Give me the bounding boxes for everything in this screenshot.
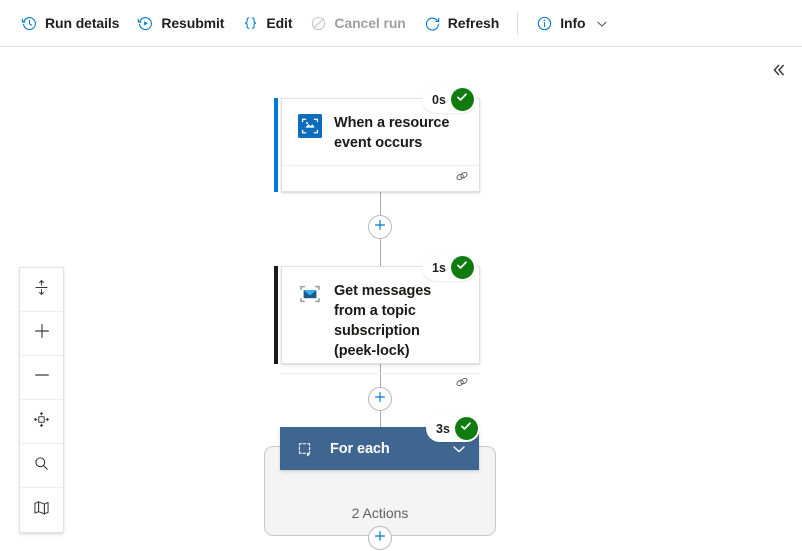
chevron-down-icon[interactable]: [596, 17, 608, 29]
node-card-body: When a resource event occurs: [282, 99, 479, 165]
node-card-footer: [282, 165, 479, 191]
refresh-icon: [424, 15, 441, 32]
foreach-loop-icon: [296, 440, 313, 457]
chevron-down-icon[interactable]: [451, 441, 467, 457]
toolbar-button-resubmit[interactable]: Resubmit: [128, 7, 233, 39]
add-step-button-1[interactable]: [368, 215, 392, 239]
node-card[interactable]: Get messages from a topic subscription (…: [281, 266, 480, 387]
cancel-circle-icon: [310, 15, 327, 32]
node-card-body: Get messages from a topic subscription (…: [282, 267, 479, 373]
command-toolbar: Run details Resubmit Edit Cancel ru: [0, 0, 802, 47]
toolbar-label-resubmit: Resubmit: [161, 15, 225, 31]
node-accent-bar: [274, 266, 278, 364]
history-clock-icon: [21, 15, 38, 32]
service-bus-icon: [298, 282, 322, 306]
node-for-each[interactable]: 2 Actions For each 3: [264, 415, 498, 551]
node-title: When a resource event occurs: [334, 115, 450, 151]
node-when-a-resource-event-occurs[interactable]: When a resource event occurs 0s: [274, 86, 480, 192]
add-step-button-2[interactable]: [368, 387, 392, 411]
zoom-tool-search[interactable]: [20, 444, 63, 488]
status-duration: 1s: [432, 260, 446, 275]
node-accent-bar: [274, 98, 278, 192]
designer-canvas[interactable]: When a resource event occurs 0s: [0, 47, 802, 551]
zoom-tool-fit-to-view[interactable]: [20, 400, 63, 444]
toolbar-label-refresh: Refresh: [447, 15, 500, 31]
status-duration: 3s: [436, 421, 450, 436]
map-icon: [32, 498, 51, 522]
toolbar-button-run-details[interactable]: Run details: [12, 7, 128, 39]
minus-icon: [32, 365, 52, 390]
double-chevron-left-icon: [771, 62, 787, 83]
status-succeeded-indicator: [450, 88, 474, 111]
node-status-badge: 0s: [422, 86, 476, 113]
for-each-title: For each: [330, 440, 390, 457]
zoom-tool-minimap[interactable]: [20, 488, 63, 532]
toolbar-label-run-details: Run details: [45, 15, 120, 31]
fit-center-icon: [32, 410, 51, 434]
toolbar-label-info: Info: [560, 15, 586, 31]
magnifier-icon: [32, 454, 51, 478]
fit-vertical-icon: [32, 278, 51, 302]
node-title: Get messages from a topic subscription (…: [334, 283, 432, 359]
status-succeeded-indicator: [454, 417, 478, 440]
zoom-tool-zoom-out[interactable]: [20, 356, 63, 400]
status-succeeded-indicator: [450, 256, 474, 279]
toolbar-button-cancel-run: Cancel run: [301, 7, 414, 39]
event-grid-icon: [298, 114, 322, 138]
toolbar-button-info[interactable]: Info: [527, 7, 594, 39]
toolbar-divider: [517, 12, 519, 34]
node-get-messages-from-topic-subscription[interactable]: Get messages from a topic subscription (…: [274, 254, 480, 387]
zoom-tool-fit-to-height[interactable]: [20, 268, 63, 312]
info-circle-icon: [536, 15, 553, 32]
add-step-button-3[interactable]: [368, 526, 392, 550]
node-status-badge: 3s: [426, 415, 480, 442]
plus-icon: [373, 390, 387, 409]
link-chain-icon[interactable]: [454, 374, 470, 395]
check-icon: [455, 258, 469, 277]
toolbar-label-edit: Edit: [266, 15, 293, 31]
workflow-graph: When a resource event occurs 0s: [0, 47, 802, 551]
check-icon: [459, 419, 473, 438]
status-duration: 0s: [432, 92, 446, 107]
canvas-zoom-toolbar: [19, 267, 64, 533]
plus-icon: [32, 321, 52, 346]
zoom-tool-zoom-in[interactable]: [20, 312, 63, 356]
collapse-panel-button[interactable]: [766, 59, 792, 85]
toolbar-button-refresh[interactable]: Refresh: [415, 7, 508, 39]
replay-play-icon: [137, 15, 154, 32]
node-card-footer: [282, 373, 479, 395]
plus-icon: [373, 218, 387, 237]
plus-icon: [373, 529, 387, 548]
node-status-badge: 1s: [422, 254, 476, 281]
toolbar-label-cancel-run: Cancel run: [334, 15, 406, 31]
for-each-actions-count: 2 Actions: [351, 505, 409, 521]
toolbar-button-edit[interactable]: Edit: [233, 7, 301, 39]
code-braces-icon: [242, 15, 259, 32]
link-chain-icon[interactable]: [454, 168, 470, 189]
check-icon: [455, 90, 469, 109]
node-card[interactable]: When a resource event occurs: [281, 98, 480, 192]
